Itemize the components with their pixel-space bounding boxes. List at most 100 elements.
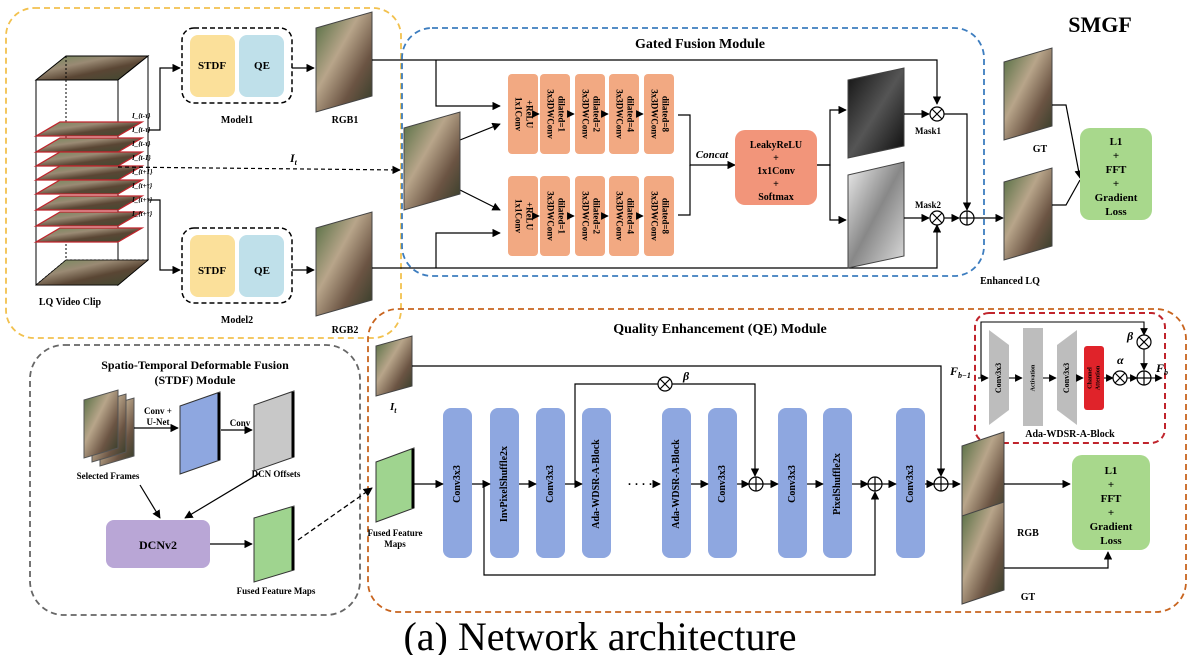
rgb1-label: RGB1: [332, 115, 359, 126]
gfm-block-label: dilated=4: [625, 198, 635, 235]
gt-to-loss: [1052, 104, 1083, 179]
clip-frame: [33, 211, 145, 227]
add-op-gfm: [959, 210, 975, 226]
it-dashed-arrow: [117, 165, 401, 175]
gfm-block-label: dilated=2: [591, 198, 601, 235]
ada-block-2: [1023, 328, 1043, 426]
qe-block-label: Conv3x3: [787, 465, 798, 503]
fuse-to-mask-lines: [817, 105, 847, 225]
mult-op-2: [929, 210, 945, 226]
gfm-block: [644, 176, 674, 256]
qe-add-2: [867, 476, 883, 492]
concat-label: Concat: [696, 149, 729, 161]
fused-feature-stdf: [253, 505, 295, 583]
gfm-block: [575, 176, 605, 256]
selected-frames: [83, 389, 135, 467]
conv-unet-line: U-Net: [147, 417, 170, 427]
frames-to-dcnv2: [139, 484, 161, 519]
ada-beta: β: [1126, 329, 1134, 343]
clip-frame-label: I_{t-τ}: [131, 126, 151, 134]
ada-add: [1136, 370, 1152, 386]
lq-clip-label: LQ Video Clip: [39, 297, 102, 308]
qe-rgb-label: RGB: [1017, 528, 1039, 539]
loss-line-top: +: [1113, 150, 1119, 162]
gfm-block-label: dilated=4: [625, 96, 635, 133]
loss-block-top: [1080, 128, 1152, 220]
selected-frames-label: Selected Frames: [77, 471, 140, 481]
fused-maps-stdf-label: Fused Feature Maps: [237, 586, 316, 596]
model1-label: Model1: [221, 115, 253, 126]
model2-label: Model2: [221, 315, 253, 326]
qe-dots: · · · ·: [627, 477, 652, 491]
gt-to-loss-qe: [1004, 551, 1113, 569]
dcn-offsets-feature: [253, 390, 295, 472]
diagram-title: SMGF: [1068, 12, 1132, 37]
figure-caption: (a) Network architecture: [403, 614, 796, 655]
ada-trapezoid-1: [989, 330, 1009, 425]
qe-block-label: PixelShuffle2x: [832, 453, 843, 515]
dcnv2-label: DCNv2: [139, 538, 177, 552]
gfm-region-border: [401, 27, 985, 277]
qe-add-1: [748, 476, 764, 492]
qe-block: [896, 408, 925, 558]
clip-frame: [33, 227, 145, 243]
qe-gt-label: GT: [1021, 592, 1036, 603]
stdf-title-2: (STDF) Module: [155, 373, 237, 387]
model2-qe: QE: [254, 265, 270, 277]
conv-unet-text: Conv +U-Net: [144, 406, 172, 427]
loss-line-bottom: +: [1108, 479, 1114, 491]
qe-block: [443, 408, 472, 558]
qe-fused-feature: [375, 447, 415, 523]
rgb2-image: RGB2: [315, 211, 373, 336]
qe-block-label: Ada-WDSR-A-Block: [671, 439, 682, 529]
qe-block: [708, 408, 737, 558]
enhanced-to-loss: [1052, 179, 1081, 206]
gfm-block: [575, 74, 605, 154]
model2: STDF QE Model2: [181, 227, 293, 326]
clip-frames: I_{t-τ}I_{t-τ}I_{t-τ}I_{t-1}I_{t+1}I_{t+…: [33, 112, 153, 243]
cube-branch-lines: [148, 63, 181, 275]
qe-fused-line: Fused Feature: [367, 528, 422, 538]
clip-frame-label: I_{t+τ}: [131, 210, 153, 218]
loss-block-bottom: [1072, 455, 1150, 550]
gfm-block-label: 3x3DWConv: [580, 191, 590, 241]
gfm-block-label: +ReLU: [524, 202, 534, 231]
mask1-image: [847, 67, 905, 159]
gfm-block-label: 3x3DWConv: [614, 89, 624, 139]
dcn-offsets-label: DCN Offsets: [252, 469, 301, 479]
ada-f-out: Fb: [1155, 361, 1168, 377]
clip-frame-label: I_{t-τ}: [131, 140, 151, 148]
ada-mult-beta: [1136, 334, 1152, 350]
fuse-line: 1x1Conv: [757, 166, 795, 177]
gt-image-top: [1003, 47, 1053, 141]
gfm-block-label: +ReLU: [524, 100, 534, 129]
clip-frame-label: I_{t+τ}: [131, 182, 153, 190]
gfm-block-label: 3x3DWConv: [649, 89, 659, 139]
gfm-block-label: 3x3DWConv: [545, 191, 555, 241]
fuse-line: +: [773, 179, 779, 190]
gfm-block-label: dilated=2: [591, 96, 601, 133]
unet-feature: [179, 391, 221, 475]
qe-beta-mult: [657, 376, 673, 392]
clip-frame-label: I_{t+τ}: [131, 196, 153, 204]
clip-frame-label: I_{t+1}: [131, 168, 153, 176]
offsets-to-dcnv2: [184, 472, 261, 519]
ada-mult-alpha: [1112, 370, 1128, 386]
ada-alpha: α: [1117, 353, 1124, 367]
qe-it-label: It: [389, 401, 397, 415]
qe-fused-line: Maps: [384, 539, 406, 549]
rgb-to-gfm-lines: [372, 59, 942, 269]
gfm-input-image: [403, 111, 461, 211]
clip-frame: [33, 195, 145, 211]
gfm-block: [609, 176, 639, 256]
ada-block-label: Conv3x3: [994, 363, 1003, 393]
qe-beta: β: [682, 369, 690, 383]
stdf-region-border: [29, 344, 361, 616]
model1: STDF QE Model1: [181, 27, 293, 126]
qe-block-label: Conv3x3: [545, 465, 556, 503]
loss-line-top: +: [1113, 178, 1119, 190]
loss-line-bottom: FFT: [1101, 493, 1122, 505]
